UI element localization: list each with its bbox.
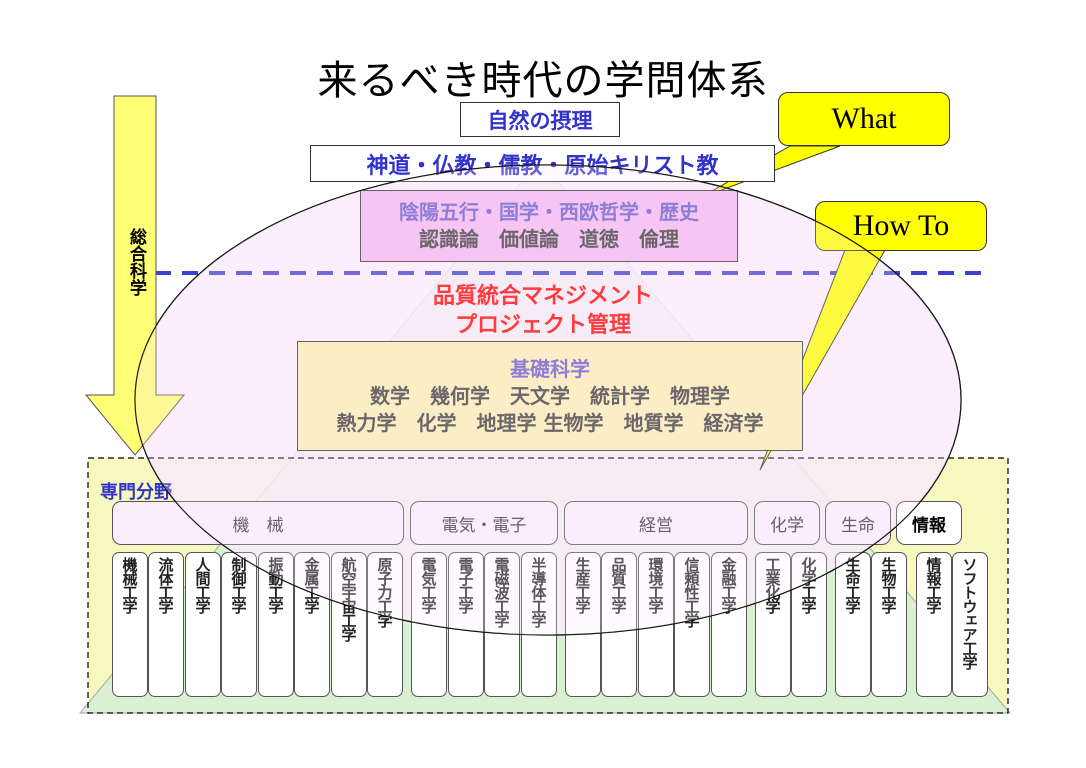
- field-column: 機械工学: [112, 552, 148, 697]
- field-column: 環境工学: [638, 552, 674, 697]
- field-column: 流体工学: [148, 552, 184, 697]
- integrated-science-label: 総合科学: [126, 228, 146, 296]
- category-mechanical: 機 械: [112, 501, 404, 545]
- field-label: 情報工学: [924, 557, 943, 613]
- field-column: 金属工学: [294, 552, 330, 697]
- basic-science-line-1: 数学 幾何学 天文学 統計学 物理学: [370, 383, 730, 408]
- category-chemistry: 化学: [754, 501, 820, 545]
- management-line-2: プロジェクト管理: [454, 313, 631, 338]
- field-column: 品質工学: [601, 552, 637, 697]
- philosophy-line-1: 陰陽五行・国学・西欧哲学・歴史: [399, 200, 699, 224]
- page-title: 来るべき時代の学問体系: [317, 58, 769, 104]
- field-label: 電気工学: [419, 557, 438, 613]
- basic-science-line-2: 熱力学 化学 地理学 生物学 地質学 経済学: [336, 410, 764, 435]
- field-column: 電磁波工学: [484, 552, 520, 697]
- philosophy-line-2: 認識論 価値論 道徳 倫理: [419, 227, 679, 251]
- field-label: 電磁波工学: [492, 557, 511, 627]
- field-label: 制御工学: [229, 557, 248, 613]
- category-label: 情報: [912, 515, 946, 536]
- philosophy-box: 陰陽五行・国学・西欧哲学・歴史 認識論 価値論 道徳 倫理: [360, 190, 738, 262]
- religion-label: 神道・仏教・儒教・原始キリスト教: [366, 153, 719, 179]
- what-callout-label: What: [831, 102, 897, 135]
- field-column: 振動工学: [258, 552, 294, 697]
- field-label: 金属工学: [302, 557, 321, 613]
- field-label: 機械工学: [120, 557, 139, 613]
- field-label: 工業化学: [763, 557, 782, 613]
- management-text: 品質統合マネジメント プロジェクト管理: [0, 282, 1086, 340]
- field-label: 生命工学: [843, 557, 862, 613]
- field-column: 半導体工学: [521, 552, 557, 697]
- field-column: 信頼性工学: [674, 552, 710, 697]
- field-column: 航空宇宙工学: [331, 552, 367, 697]
- field-column: 制御工学: [221, 552, 257, 697]
- field-label: 生産工学: [573, 557, 592, 613]
- field-column: 人間工学: [185, 552, 221, 697]
- field-label: 品質工学: [609, 557, 628, 613]
- field-column: 工業化学: [755, 552, 791, 697]
- category-label: 電気・電子: [441, 515, 527, 536]
- field-label: 振動工学: [266, 557, 285, 613]
- category-label: 経営: [639, 515, 673, 536]
- field-column: ソフトウェア工学: [952, 552, 988, 697]
- category-label: 機 械: [232, 515, 284, 536]
- category-life: 生命: [825, 501, 891, 545]
- category-information: 情報: [896, 501, 962, 545]
- category-electrical: 電気・電子: [410, 501, 558, 545]
- field-label: 生物工学: [879, 557, 898, 613]
- field-label: 半導体工学: [529, 557, 548, 627]
- religion-box: 神道・仏教・儒教・原始キリスト教: [310, 145, 775, 182]
- field-column: 電子工学: [448, 552, 484, 697]
- category-management: 経営: [564, 501, 748, 545]
- management-line-1: 品質統合マネジメント: [432, 284, 653, 309]
- category-label: 生命: [841, 515, 875, 536]
- field-column: 生命工学: [835, 552, 871, 697]
- field-label: ソフトウェア工学: [960, 557, 979, 669]
- howto-callout-label: How To: [852, 209, 950, 242]
- howto-callout: How To: [815, 201, 987, 251]
- what-callout: What: [778, 92, 950, 146]
- field-column: 情報工学: [916, 552, 952, 697]
- basic-science-box: 基礎科学 数学 幾何学 天文学 統計学 物理学 熱力学 化学 地理学 生物学 地…: [297, 341, 803, 451]
- field-column: 生物工学: [871, 552, 907, 697]
- field-label: 原子力工学: [375, 557, 394, 627]
- nature-principle-label: 自然の摂理: [487, 108, 593, 133]
- category-label: 化学: [770, 515, 804, 536]
- basic-science-heading: 基礎科学: [510, 356, 590, 381]
- field-label: 航空宇宙工学: [339, 557, 358, 641]
- field-column: 原子力工学: [367, 552, 403, 697]
- field-label: 金融工学: [719, 557, 738, 613]
- field-column: 金融工学: [711, 552, 747, 697]
- field-label: 電子工学: [456, 557, 475, 613]
- field-label: 化学工学: [799, 557, 818, 613]
- field-label: 流体工学: [156, 557, 175, 613]
- nature-principle-box: 自然の摂理: [460, 102, 620, 137]
- field-column: 電気工学: [411, 552, 447, 697]
- field-column: 生産工学: [565, 552, 601, 697]
- field-label: 信頼性工学: [682, 557, 701, 627]
- field-column: 化学工学: [791, 552, 827, 697]
- field-label: 環境工学: [646, 557, 665, 613]
- field-label: 人間工学: [193, 557, 212, 613]
